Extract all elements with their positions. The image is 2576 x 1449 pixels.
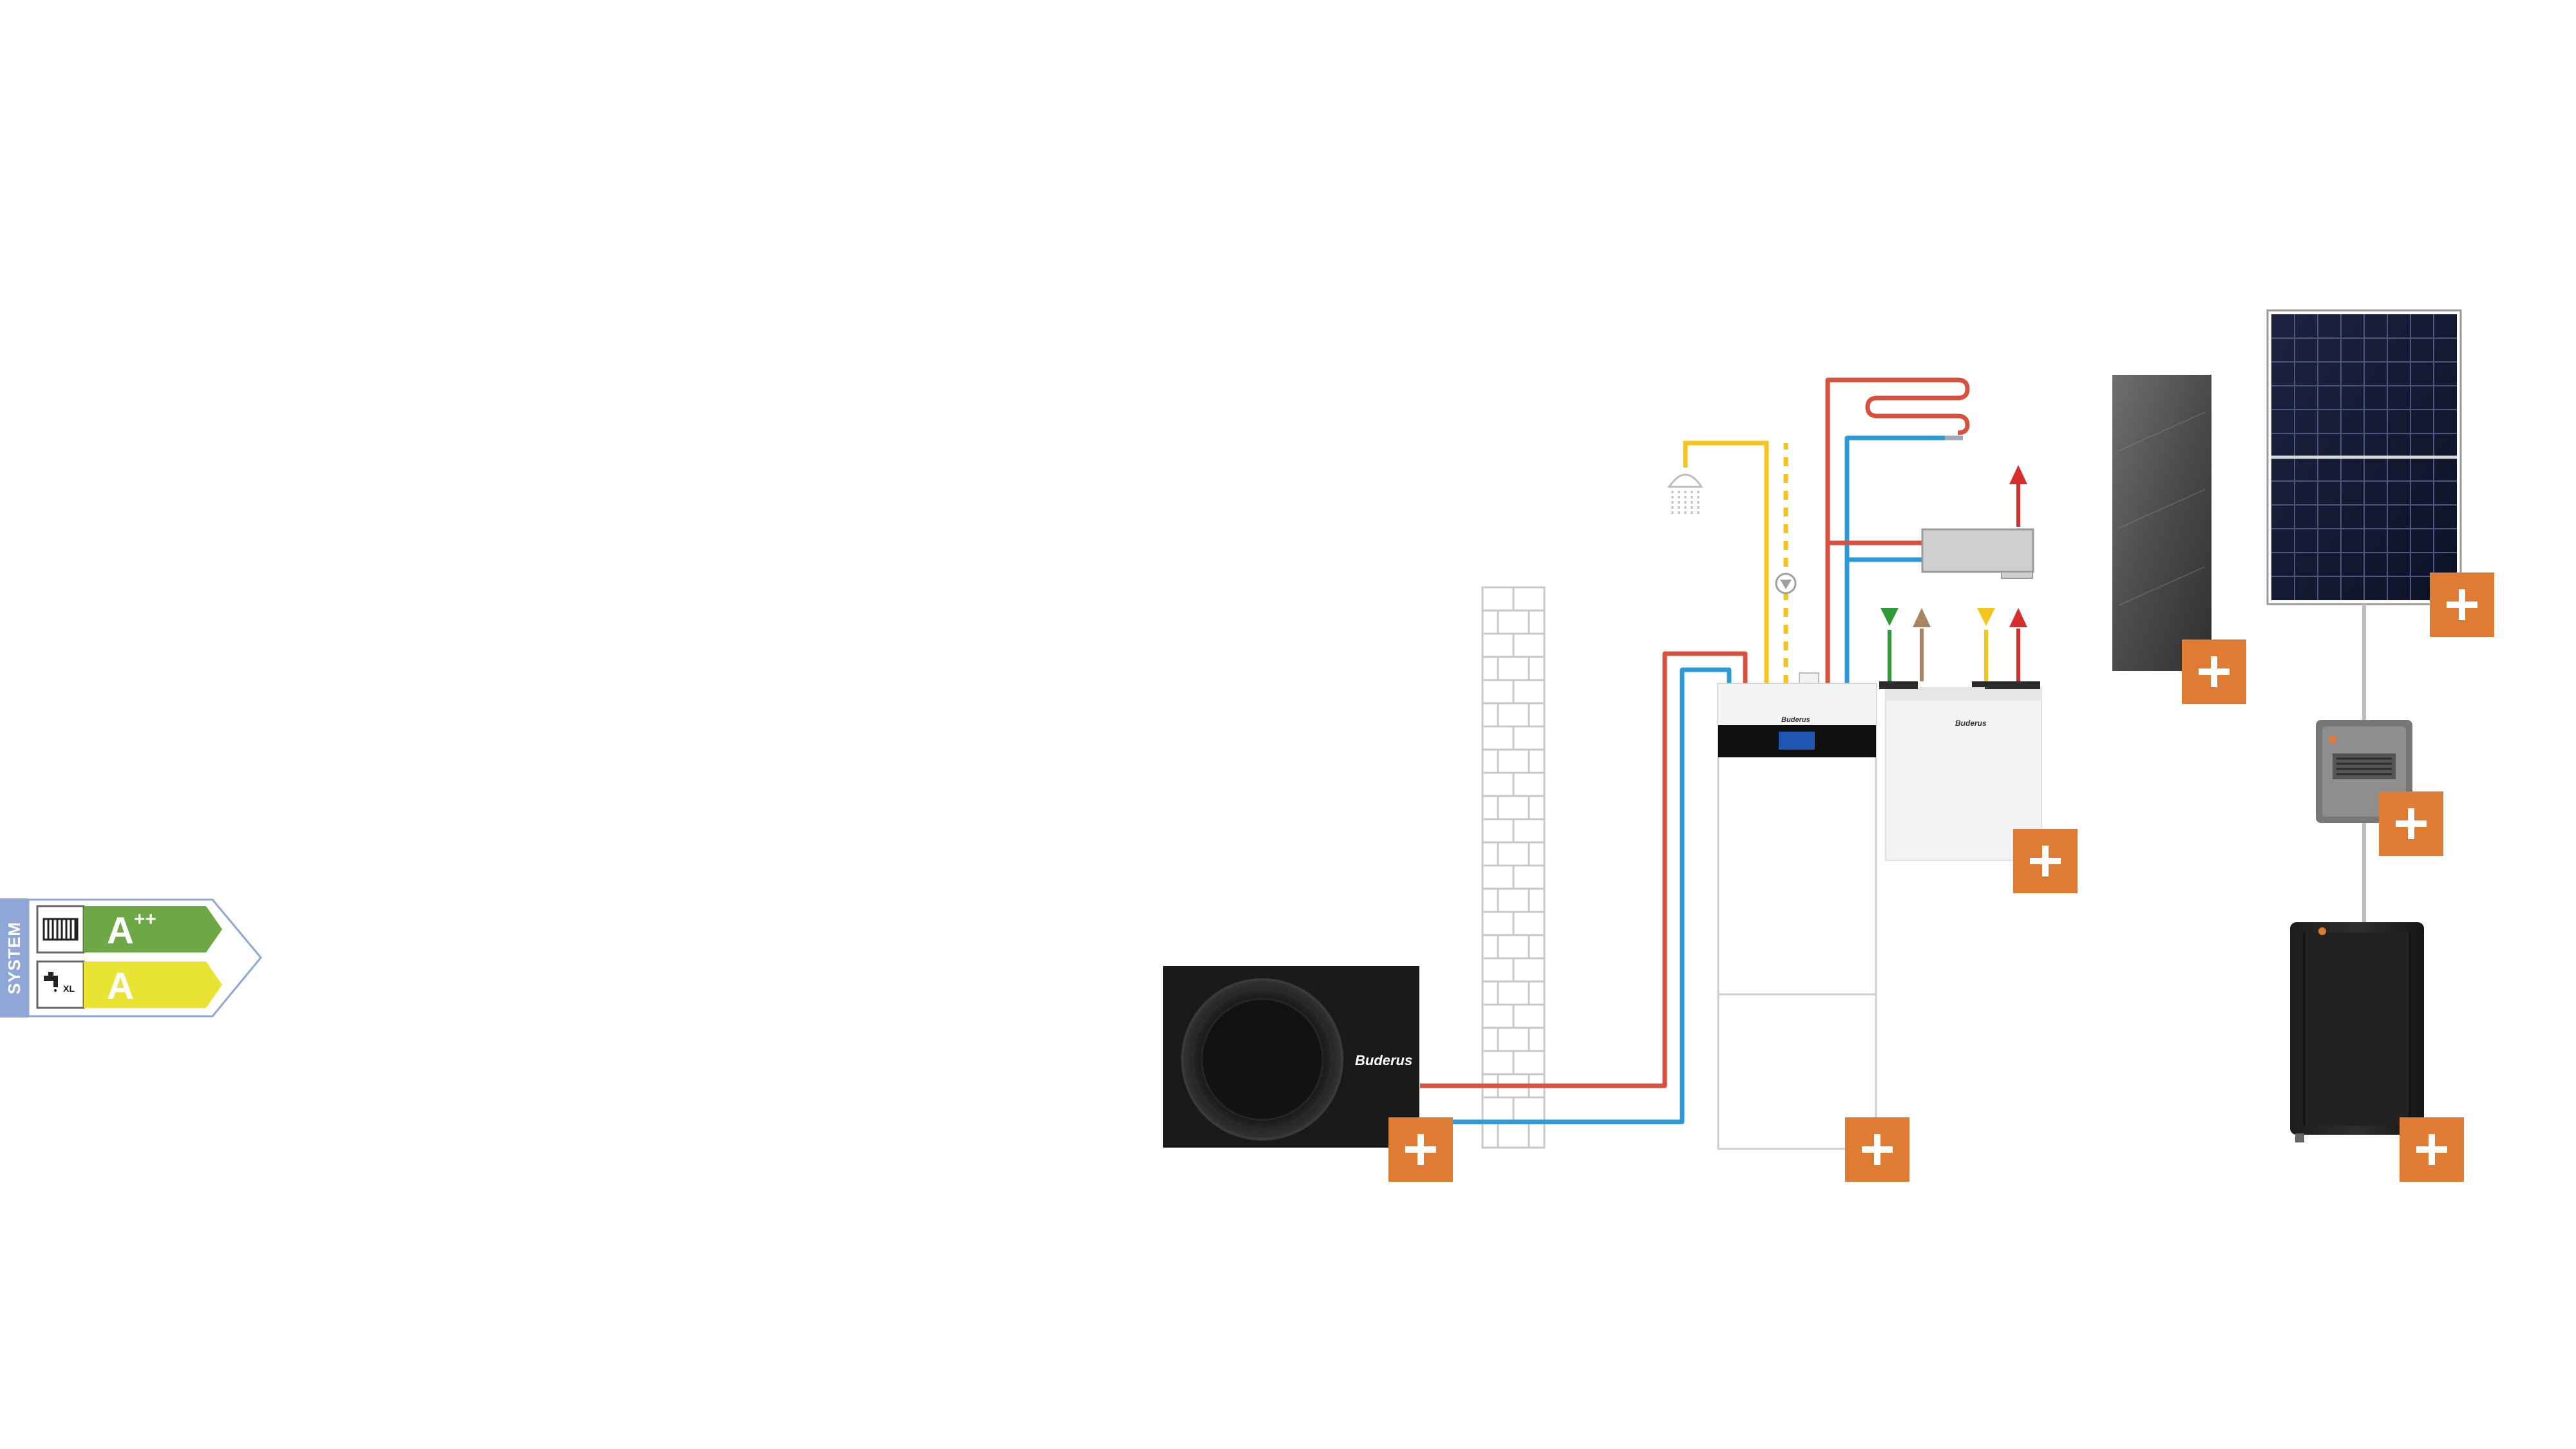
solar-thermal-collector bbox=[2112, 375, 2211, 671]
add-indoor-unit-button[interactable] bbox=[1845, 1117, 1909, 1182]
exhaust-air-arrow-icon bbox=[2009, 465, 2027, 484]
water-profile-label: XL bbox=[63, 983, 75, 994]
shower-icon bbox=[1667, 473, 1703, 515]
outdoor-heat-pump bbox=[1163, 966, 1419, 1148]
photovoltaic-panel bbox=[2266, 309, 2462, 605]
duct-heater-unit bbox=[1921, 528, 2034, 579]
indoor-unit bbox=[1717, 672, 1877, 1150]
outdoor-unit-brand: Buderus bbox=[1355, 1052, 1413, 1068]
energy-label: SYSTEM XL A++ A bbox=[0, 898, 264, 1018]
tap-icon bbox=[44, 972, 58, 992]
water-rating: A bbox=[107, 965, 134, 1007]
ventilation-air-flows bbox=[1880, 465, 2027, 681]
indoor-unit-brand: Buderus bbox=[1781, 716, 1810, 724]
supply-air-arrow-icon bbox=[1977, 608, 1995, 626]
heating-rating-arrow bbox=[84, 906, 222, 952]
air-heater-pipes bbox=[1828, 540, 1926, 562]
energy-label-frame bbox=[0, 898, 262, 1018]
radiator-icon bbox=[43, 918, 79, 941]
add-ventilation-unit-button[interactable] bbox=[2013, 829, 2078, 893]
battery-storage bbox=[2290, 922, 2424, 1142]
add-solar-thermal-button[interactable] bbox=[2182, 639, 2246, 704]
hot-water-line bbox=[1683, 440, 1788, 684]
heating-rating: A++ bbox=[107, 909, 156, 952]
ventilation-unit-brand: Buderus bbox=[1955, 719, 1987, 728]
refrigerant-pipes bbox=[1420, 651, 1748, 1124]
heating-circuit bbox=[1825, 377, 1970, 684]
add-photovoltaic-button[interactable] bbox=[2430, 573, 2494, 637]
extract-air-arrow-icon bbox=[1913, 608, 1931, 627]
add-inverter-button[interactable] bbox=[2379, 791, 2443, 856]
outgoing-air-arrow-icon bbox=[2009, 608, 2027, 627]
add-battery-storage-button[interactable] bbox=[2400, 1117, 2464, 1182]
add-outdoor-unit-button[interactable] bbox=[1388, 1117, 1453, 1182]
pump-icon bbox=[1775, 573, 1797, 594]
water-rating-arrow bbox=[84, 961, 222, 1008]
fresh-air-arrow-icon bbox=[1880, 608, 1899, 626]
building-wall bbox=[1481, 586, 1546, 1149]
